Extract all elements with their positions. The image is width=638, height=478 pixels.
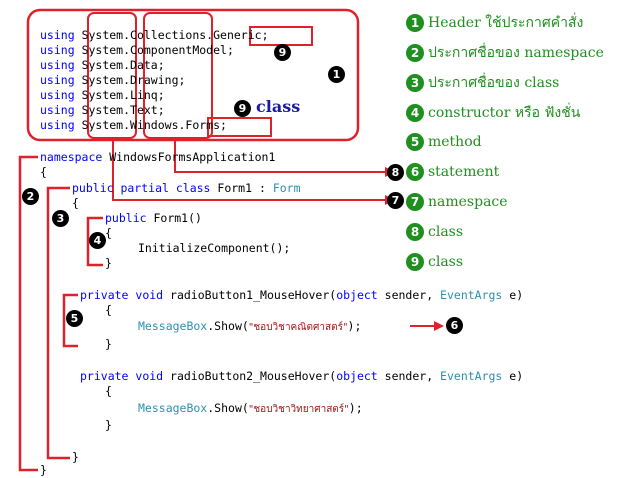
using-line: using System.Collections.Generic; — [40, 28, 269, 42]
class-line: public partial class Form1 : Form — [72, 181, 301, 195]
ctor-body: InitializeComponent(); — [138, 241, 291, 255]
badge-6: 6 — [446, 317, 463, 334]
class-close-brace: } — [72, 450, 79, 464]
ctor-close-brace: } — [105, 256, 112, 270]
using-line: using System.Linq; — [40, 88, 165, 102]
using-line: using System.ComponentModel; — [40, 43, 234, 57]
class-bracket — [46, 186, 70, 460]
namespace-line: namespace WindowsFormsApplication1 — [40, 150, 276, 164]
arrow-8 — [174, 138, 385, 173]
method1-signature: private void radioButton1_MouseHover(obj… — [80, 288, 524, 302]
forms-box — [207, 117, 272, 137]
badge-5: 5 — [66, 310, 83, 327]
badge-1-header: 1 — [328, 66, 345, 83]
namespace-open-brace: { — [40, 165, 47, 179]
badge-2: 2 — [22, 188, 39, 205]
badge-8: 8 — [387, 164, 404, 181]
using-line: using System.Drawing; — [40, 73, 186, 87]
m1-close-brace: } — [105, 337, 112, 351]
method-bracket — [62, 293, 78, 348]
m2-open-brace: { — [105, 384, 112, 398]
badge-9-class: 9 — [234, 100, 251, 117]
using-line: using System.Text; — [40, 103, 165, 117]
using-line: using System.Data; — [40, 58, 165, 72]
method2-statement: MessageBox.Show("ชอบวิชาวิทยาศาสตร์"); — [138, 401, 363, 415]
header-box — [26, 8, 360, 142]
m1-open-brace: { — [105, 303, 112, 317]
using-line: using System.Windows.Forms; — [40, 118, 227, 132]
using-block: using System.Collections.Generic;using S… — [40, 13, 269, 148]
badge-4: 4 — [89, 232, 106, 249]
ctor-open-brace: { — [105, 226, 112, 240]
badge-9-generic: 9 — [274, 44, 291, 61]
badge-7: 7 — [387, 192, 404, 209]
class-open-brace: { — [72, 196, 79, 210]
statement-arrow-head — [434, 321, 444, 331]
method2-signature: private void radioButton2_MouseHover(obj… — [80, 369, 524, 383]
namespace-close-brace: } — [40, 463, 47, 477]
m2-close-brace: } — [105, 418, 112, 432]
arrow-7 — [112, 138, 385, 201]
namespace-bracket — [18, 155, 38, 472]
constructor-line: public Form1() — [105, 211, 202, 225]
middle-box — [143, 12, 213, 139]
class-label: class — [256, 97, 301, 116]
badge-3: 3 — [52, 210, 69, 227]
method1-statement: MessageBox.Show("ชอบวิชาคณิตศาสตร์"); — [138, 319, 362, 333]
constructor-bracket — [86, 216, 103, 267]
